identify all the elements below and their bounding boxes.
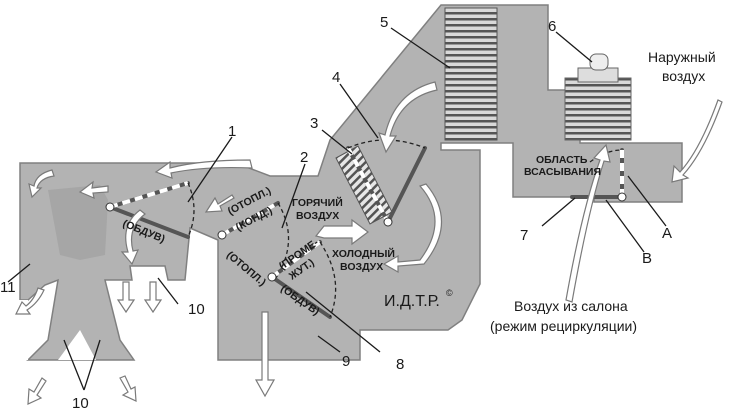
airflow-arrows [15, 81, 723, 405]
leader-lines [7, 27, 667, 391]
callout-5: 5 [380, 14, 388, 31]
callout-1: 1 [228, 123, 236, 140]
left-gap [10, 300, 28, 360]
cold-air-arrow [382, 183, 443, 274]
cold-air-label-line1: ХОЛОДНЫЙ [332, 247, 395, 260]
blower-motor-cap [589, 53, 609, 71]
copyright-symbol: © [446, 288, 453, 298]
callout-10-upper: 10 [188, 301, 205, 318]
left-channel [48, 185, 108, 260]
cabin-air-label-line1: Воздух из салона [514, 298, 628, 314]
callout-2: 2 [300, 149, 308, 166]
heater-core [444, 7, 498, 141]
air-down-arrow [378, 81, 438, 154]
blower-fan [564, 77, 632, 141]
callout-3: 3 [310, 115, 318, 132]
defrost-arrow [154, 159, 253, 179]
callout-b: B [642, 250, 652, 267]
callout-8: 8 [396, 356, 404, 373]
callout-6: 6 [548, 18, 556, 35]
foot-outlet-arrow-2 [119, 375, 137, 402]
callout-7: 7 [520, 227, 528, 244]
upper-left-arrow [78, 180, 109, 200]
upper-far-left-arrow [28, 169, 55, 199]
vent-flap-left [108, 205, 190, 239]
left-outlet-arrow-2 [143, 281, 163, 314]
heat-outlet-arrow [204, 194, 235, 213]
hot-air-arrow [314, 218, 369, 246]
publisher-watermark: И.Д.Т.Р. [384, 293, 440, 310]
hot-air-label-line2: ВОЗДУХ [296, 210, 339, 222]
foot-outlet-arrow-1 [27, 377, 47, 405]
cabin-air-label-line2: (режим рециркуляции) [490, 318, 637, 334]
suction-area-label-line2: ВСАСЫВАНИЯ [524, 166, 601, 178]
callout-11: 11 [0, 279, 16, 296]
left-outlet-arrow-1 [116, 281, 136, 314]
floor-outlet-arrow [254, 311, 276, 398]
suction-area-label-line1: ОБЛАСТЬ [536, 154, 588, 166]
callout-10-lower: 10 [72, 395, 89, 411]
hot-air-label-line1: ГОРЯЧИЙ [292, 196, 343, 209]
outside-air-label-line1: Наружный [648, 49, 716, 65]
mix-flap-alt [386, 146, 427, 224]
cabin-air-arrow [565, 143, 611, 303]
callout-9: 9 [342, 353, 350, 370]
cold-air-label-line2: ВОЗДУХ [340, 261, 383, 273]
side-outlet-arrow [15, 287, 45, 315]
outside-air-label-line2: воздух [662, 68, 705, 84]
callout-4: 4 [332, 69, 340, 86]
fork-gap [58, 330, 96, 360]
recirc-flap-pivot [617, 192, 627, 202]
center-left-arrow [120, 209, 146, 266]
callout-a: A [662, 225, 672, 242]
outside-air-arrow [671, 99, 723, 183]
